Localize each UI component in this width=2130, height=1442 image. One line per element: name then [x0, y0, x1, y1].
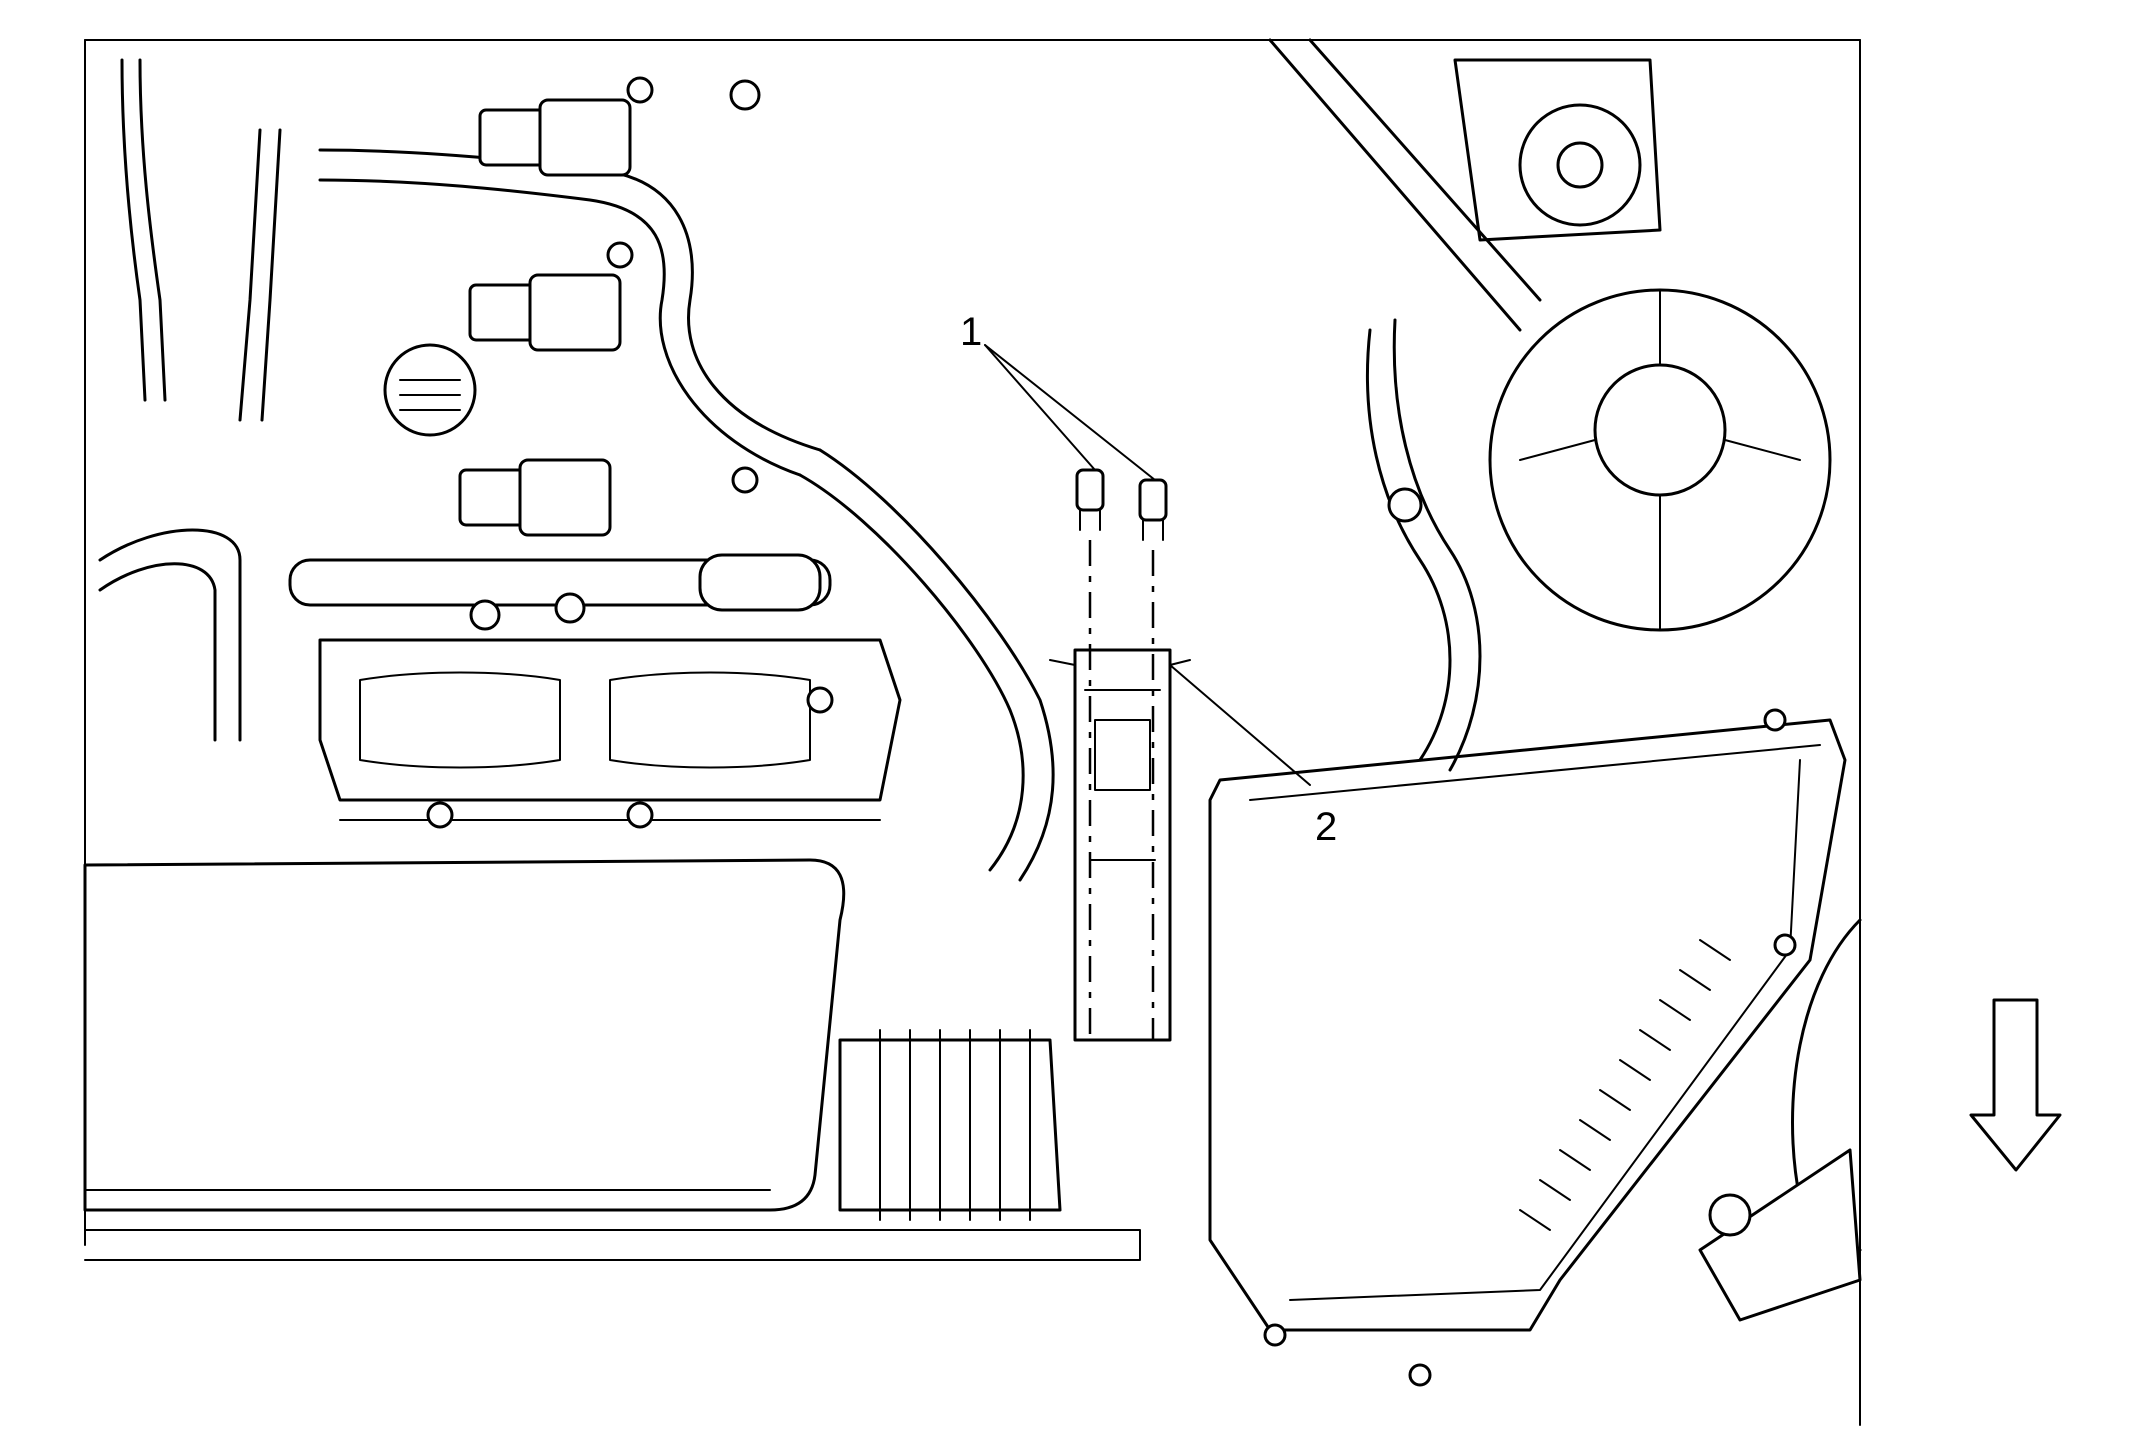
engine-components	[84, 39, 1861, 1426]
callout-label-1: 1	[960, 310, 982, 354]
bolt-group	[426, 76, 834, 829]
leader-lines	[984, 344, 1311, 786]
battery-and-fan-area	[1268, 38, 1862, 1322]
air-cleaner-housing	[1208, 708, 1847, 1387]
air-cleaner-duct	[83, 858, 1141, 1261]
down-arrow-icon	[1969, 998, 2062, 1172]
intake-bellows	[838, 1029, 1062, 1221]
bolts-item-1	[1075, 468, 1168, 1040]
bracket	[1049, 648, 1191, 1042]
callout-label-2: 2	[1315, 805, 1337, 849]
